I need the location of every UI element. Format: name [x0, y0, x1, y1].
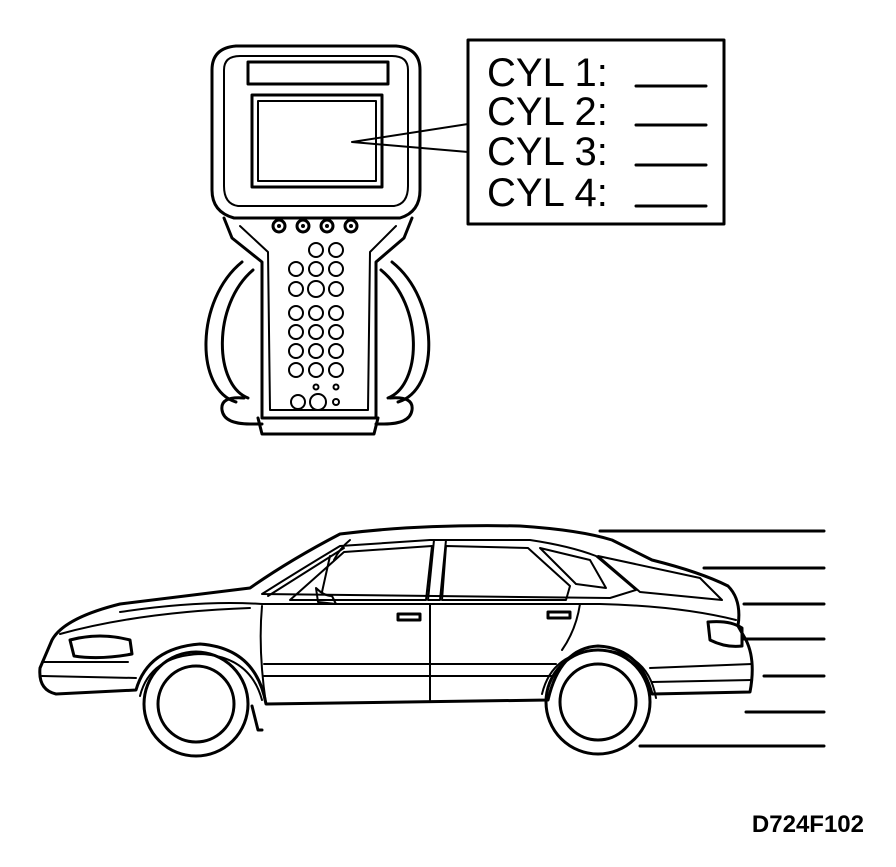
- figure-code: D724F102: [752, 811, 864, 838]
- cylinder-callout-box: CYL 1: CYL 2: CYL 3: CYL 4:: [466, 38, 726, 226]
- callout-leader: [351, 123, 469, 153]
- car-icon: [38, 524, 826, 758]
- callout-line-cyl-1: CYL 1:: [487, 51, 608, 95]
- scan-tool-icon: [204, 44, 431, 436]
- callout-line-cyl-3: CYL 3:: [487, 130, 608, 174]
- callout-line-cyl-4: CYL 4:: [487, 171, 608, 215]
- motion-lines: [598, 529, 826, 748]
- callout-line-cyl-2: CYL 2:: [487, 90, 608, 134]
